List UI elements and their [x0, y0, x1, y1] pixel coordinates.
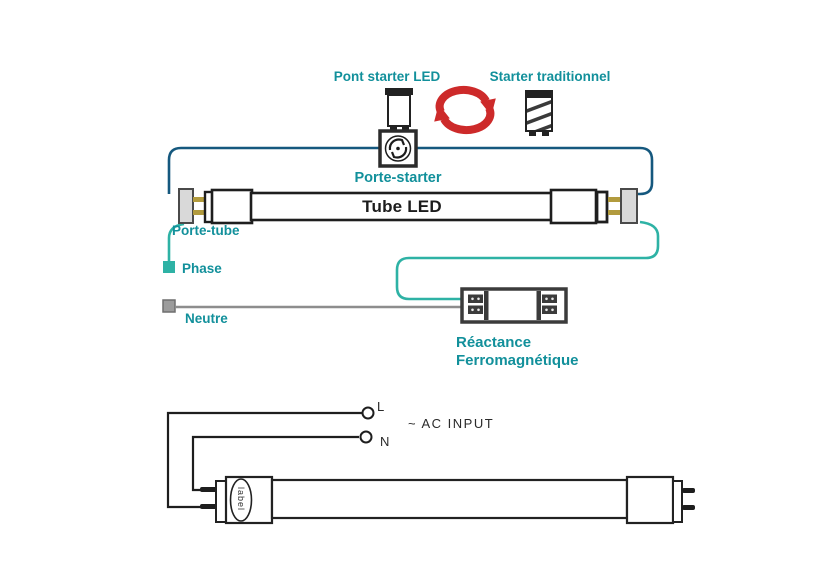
red-swap-arrows-icon — [434, 85, 496, 135]
neutral-terminal-circle — [359, 430, 373, 444]
neutral-label: N — [380, 434, 390, 449]
led-tube-assembly — [178, 188, 638, 225]
right-tube-holder — [620, 188, 638, 224]
bottom-right-pin-top — [682, 488, 695, 493]
neutral-input-wire — [191, 430, 373, 492]
phase-label: Phase — [182, 261, 222, 276]
tube-led-label: Tube LED — [362, 197, 442, 216]
right-pin-top — [608, 197, 621, 202]
ballast-to-tube-wire — [395, 220, 660, 301]
bottom-led-tube — [200, 475, 695, 525]
phase-wire — [163, 222, 185, 273]
starter-socket-symbol-icon — [384, 135, 412, 162]
left-pin-top — [193, 197, 205, 202]
porte-tube-label: Porte-tube — [172, 223, 240, 238]
neutre-wire — [162, 299, 464, 313]
ballast-box — [460, 287, 568, 324]
tube-sticker-label: label — [236, 486, 246, 511]
led-starter-icon — [385, 88, 413, 131]
striped-starter-cylinder-icon — [525, 90, 553, 136]
porte-starter-box — [378, 129, 418, 168]
bottom-right-pin-bottom — [682, 505, 695, 510]
phase-terminal — [163, 261, 175, 273]
bottom-tube-body — [270, 478, 629, 520]
bottom-left-pin-top — [200, 487, 217, 492]
pont-starter-led-label: Pont starter LED — [333, 69, 441, 84]
bottom-left-pin-bottom — [200, 504, 217, 509]
reactance-label: Réactance Ferromagnétique — [456, 334, 579, 370]
tube-sticker-oval — [229, 478, 253, 522]
starter-loop-wire — [167, 146, 654, 196]
starter-traditionnel-label: Starter traditionnel — [489, 69, 611, 84]
porte-starter-label: Porte-starter — [354, 170, 442, 186]
live-label: L — [377, 399, 385, 414]
left-tube-holder — [178, 188, 194, 224]
reactance-label-line1: Réactance — [456, 334, 532, 351]
left-pin-bottom — [193, 210, 205, 215]
right-pin-bottom — [608, 210, 621, 215]
live-input-wire — [166, 406, 375, 509]
reactance-label-line2: Ferromagnétique — [456, 352, 579, 369]
neutre-label: Neutre — [185, 311, 228, 326]
ac-input-label: ~ AC INPUT — [408, 416, 495, 431]
live-terminal-circle — [361, 406, 375, 420]
neutre-terminal — [162, 299, 176, 313]
tube-body — [249, 191, 554, 222]
